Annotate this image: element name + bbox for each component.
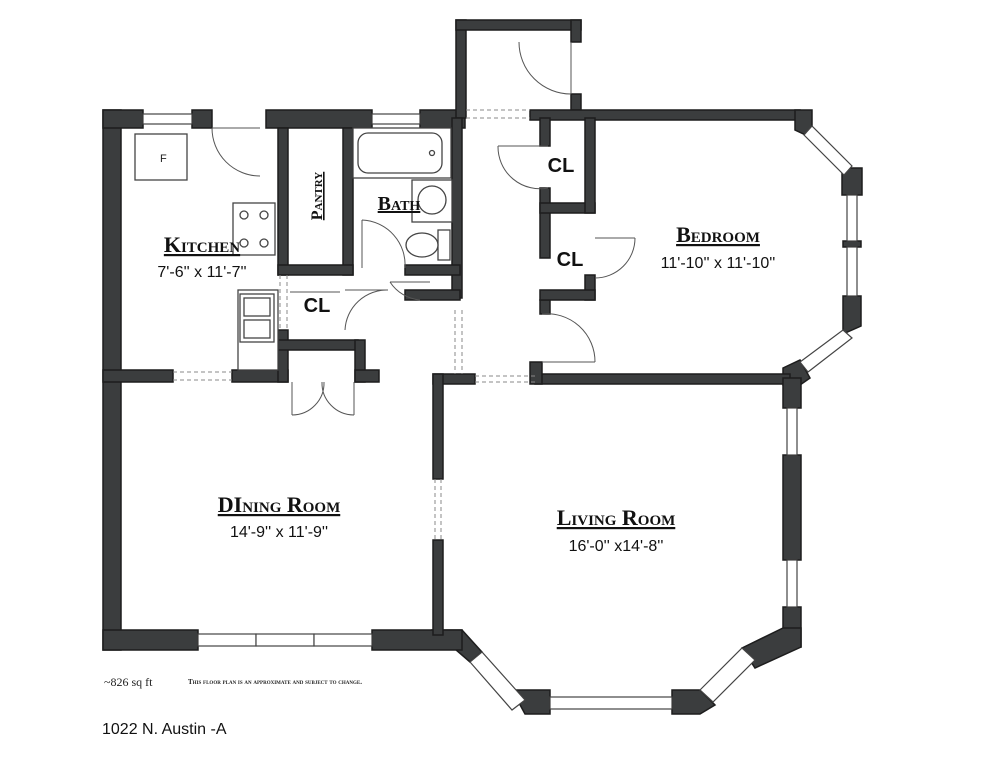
window-dining-2 xyxy=(255,633,315,647)
wall-kitchen-top-left xyxy=(102,109,144,129)
closet-hall-name: CL xyxy=(304,295,331,317)
burner-2 xyxy=(259,210,269,220)
closet-lower-name: CL xyxy=(557,249,584,271)
wall-kitchen-top-right xyxy=(191,109,213,129)
door-closet-upper xyxy=(497,145,549,190)
window-bedroom-ne-bay xyxy=(803,125,853,176)
wall-kitchen-bottom-left xyxy=(102,369,174,383)
wall-vestibule-west xyxy=(455,19,467,119)
dining-name: DIning Room xyxy=(218,492,341,517)
wall-dining-living-lower xyxy=(432,539,444,636)
window-bedroom-se-bay xyxy=(799,329,853,373)
wall-cl-hall-bottom xyxy=(277,339,359,351)
door-kitchen xyxy=(211,127,261,177)
room-labels: Kitchen 7'-6'' x 11'-7'' Pantry Bath CL … xyxy=(157,155,775,555)
window-bath xyxy=(371,113,421,125)
wall-bedroom-east-pier-3 xyxy=(842,295,862,336)
window-bedroom-east-1 xyxy=(846,194,858,242)
sink-basin-1 xyxy=(243,297,271,317)
wall-living-se xyxy=(740,627,802,669)
wall-closet-west-low xyxy=(539,299,551,315)
vanity-basin xyxy=(417,185,447,215)
window-kitchen xyxy=(142,113,193,125)
kitchen-dims: 7'-6'' x 11'-7'' xyxy=(157,264,246,281)
wall-hall-stub xyxy=(354,369,380,383)
burner-4 xyxy=(259,238,269,248)
living-dims: 16'-0'' x14'-8'' xyxy=(569,538,664,555)
bathtub-inner xyxy=(357,132,443,174)
wall-vestibule-stub xyxy=(570,19,582,43)
wall-pantry-west xyxy=(277,127,289,276)
door-closet-lower xyxy=(594,237,636,279)
wall-south-left xyxy=(102,629,199,651)
window-bedroom-east-2 xyxy=(846,246,858,297)
dining-dims: 14'-9'' x 11'-9'' xyxy=(230,524,328,541)
door-dining-double-left xyxy=(291,381,325,416)
closet-upper-name: CL xyxy=(548,155,575,177)
wall-bedroom-door-stub xyxy=(529,361,543,385)
fixtures: F xyxy=(134,127,453,371)
doors xyxy=(211,41,636,416)
wall-bedroom-top xyxy=(529,109,801,121)
wall-living-east-top xyxy=(782,377,802,409)
wall-closet-east-top xyxy=(584,117,596,214)
window-living-east-2 xyxy=(786,559,798,608)
disclaimer-label: This floor plan is an approximate and su… xyxy=(188,678,362,686)
window-dining-1 xyxy=(197,633,257,647)
walls xyxy=(102,19,863,715)
kitchen-name: Kitchen xyxy=(164,232,240,257)
burner-1 xyxy=(239,210,249,220)
wall-dining-living-upper xyxy=(432,373,444,480)
wall-pantry-bottom xyxy=(277,264,354,276)
door-dining-double-right xyxy=(321,381,355,416)
sink-basin-2 xyxy=(243,319,271,339)
openings xyxy=(173,109,535,540)
window-living-south xyxy=(549,696,673,710)
wall-bath-bottom-2 xyxy=(404,289,461,301)
window-living-se-bay xyxy=(699,647,756,703)
window-living-east-1 xyxy=(786,407,798,456)
stove xyxy=(232,202,276,256)
window-dining-3 xyxy=(313,633,373,647)
door-bath xyxy=(361,219,406,269)
wall-kitchen-east xyxy=(277,329,289,383)
wall-south-right xyxy=(371,629,463,651)
wall-vestibule-north xyxy=(455,19,582,31)
burner-3 xyxy=(239,238,249,248)
wall-pantry-top xyxy=(265,109,373,129)
address-label: 1022 N. Austin -A xyxy=(102,721,227,738)
window-living-sw-bay xyxy=(469,651,526,711)
living-name: Living Room xyxy=(557,505,676,530)
wall-closet-bottom xyxy=(539,289,596,301)
footer: ~826 sq ft This floor plan is an approxi… xyxy=(102,675,362,738)
wall-living-bottom-right xyxy=(671,689,717,715)
bathtub-drain xyxy=(428,149,436,157)
door-bedroom xyxy=(541,313,596,363)
wall-vestibule-east xyxy=(570,93,582,111)
bedroom-dims: 11'-10'' x 11'-10'' xyxy=(661,255,776,272)
fridge-label: F xyxy=(160,153,167,165)
windows xyxy=(142,113,858,711)
door-entry xyxy=(518,41,572,95)
wall-bath-bottom xyxy=(404,264,461,276)
wall-closet-west xyxy=(539,117,551,147)
area-label: ~826 sq ft xyxy=(104,675,153,689)
wall-pantry-east xyxy=(342,127,354,276)
wall-bedroom-east-pier-1 xyxy=(841,167,863,196)
fridge xyxy=(134,133,188,181)
door-cl-hall xyxy=(344,289,389,331)
wall-bedroom-east-pier-2 xyxy=(842,240,862,248)
bedroom-name: Bedroom xyxy=(676,222,760,247)
wall-bedroom-bottom xyxy=(534,373,791,385)
door-bath-2 xyxy=(389,281,430,301)
bath-name: Bath xyxy=(378,193,421,215)
toilet-bowl xyxy=(405,232,439,258)
toilet-tank xyxy=(437,229,451,261)
pantry-name: Pantry xyxy=(309,172,326,221)
wall-living-east-mid xyxy=(782,454,802,561)
wall-closet-west-mid xyxy=(539,187,551,259)
